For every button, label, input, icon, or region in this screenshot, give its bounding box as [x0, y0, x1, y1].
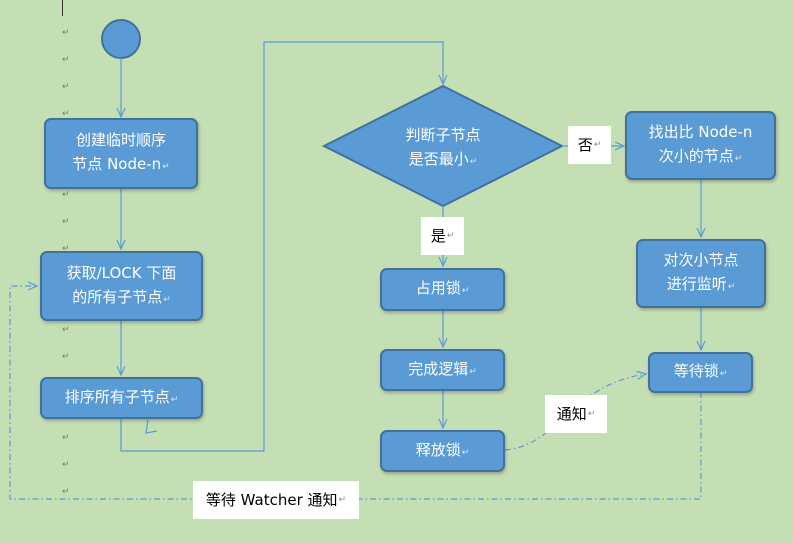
paragraph-mark: ↵	[62, 487, 70, 497]
paragraph-mark: ↵	[62, 325, 70, 335]
yes-label: 是↵	[421, 217, 464, 255]
find-smaller-box: 找出比 Node-n 次小的节点↵	[625, 111, 776, 180]
return-mark: ↵	[719, 369, 728, 379]
paragraph-mark: ↵	[62, 55, 70, 65]
text-cursor-mark	[145, 419, 158, 434]
do-logic-box: 完成逻辑↵	[380, 349, 505, 391]
paragraph-mark: ↵	[62, 190, 70, 200]
yes-label-text: 是	[430, 227, 446, 245]
paragraph-mark: ↵	[62, 109, 70, 119]
paragraph-mark: ↵	[62, 244, 70, 254]
sort-to-check-connector	[120, 41, 443, 452]
notify-label-text: 通知	[556, 405, 587, 423]
wait-lock-label: 等待锁	[673, 362, 719, 380]
return-mark: ↵	[446, 231, 455, 241]
start-node	[101, 19, 141, 59]
text-cursor	[62, 0, 63, 16]
create-node-box: 创建临时顺序 节点 Node-n↵	[44, 118, 198, 189]
return-mark: ↵	[593, 140, 602, 150]
no-label: 否↵	[568, 126, 611, 164]
get-children-box: 获取/LOCK 下面 的所有子节点↵	[40, 251, 203, 321]
paragraph-mark: ↵	[62, 28, 70, 38]
check-smallest-line1: 判断子节点	[405, 125, 481, 144]
find-smaller-line2: 次小的节点	[658, 147, 734, 165]
return-mark: ↵	[461, 286, 470, 296]
find-smaller-line1: 找出比 Node-n	[648, 123, 753, 141]
watch-smaller-line2: 进行监听	[666, 275, 727, 293]
wait-watcher-label: 等待 Watcher 通知↵	[193, 481, 359, 519]
return-mark: ↵	[469, 156, 478, 167]
acquire-lock-box: 占用锁↵	[380, 268, 505, 311]
return-mark: ↵	[461, 447, 470, 458]
return-mark: ↵	[587, 409, 596, 419]
return-mark: ↵	[727, 282, 736, 292]
sort-children-label: 排序所有子节点	[64, 387, 170, 406]
release-lock-label: 释放锁	[415, 440, 461, 459]
sort-children-box: 排序所有子节点↵	[40, 377, 203, 419]
paragraph-mark: ↵	[62, 433, 70, 443]
get-children-line2: 的所有子节点	[72, 287, 163, 306]
paragraph-mark: ↵	[62, 217, 70, 227]
return-mark: ↵	[162, 162, 170, 172]
return-mark: ↵	[163, 294, 171, 305]
paragraph-mark: ↵	[62, 82, 70, 92]
check-smallest-label: 判断子节点 是否最小↵	[365, 122, 521, 174]
return-mark: ↵	[734, 154, 743, 164]
release-to-wait-notify-connector	[504, 374, 646, 451]
return-mark: ↵	[338, 495, 347, 505]
create-node-line2: 节点 Node-n	[72, 155, 162, 173]
acquire-lock-label: 占用锁	[415, 279, 461, 297]
wait-watcher-label-text: 等待 Watcher 通知	[205, 491, 338, 509]
do-logic-label: 完成逻辑	[408, 359, 469, 378]
notify-label: 通知↵	[545, 395, 607, 433]
return-mark: ↵	[170, 394, 179, 405]
get-children-line1: 获取/LOCK 下面	[66, 263, 177, 282]
watch-smaller-box: 对次小节点 进行监听↵	[636, 239, 766, 308]
return-mark: ↵	[469, 366, 477, 377]
watch-smaller-line1: 对次小节点	[663, 251, 739, 269]
paragraph-mark: ↵	[62, 460, 70, 470]
release-lock-box: 释放锁↵	[380, 430, 505, 472]
create-node-line1: 创建临时顺序	[75, 131, 166, 149]
wait-lock-box: 等待锁↵	[648, 352, 753, 393]
wait-to-get-watcher-connector	[9, 286, 702, 500]
no-label-text: 否	[577, 136, 593, 154]
check-smallest-line2: 是否最小	[408, 149, 469, 168]
paragraph-mark: ↵	[62, 352, 70, 362]
